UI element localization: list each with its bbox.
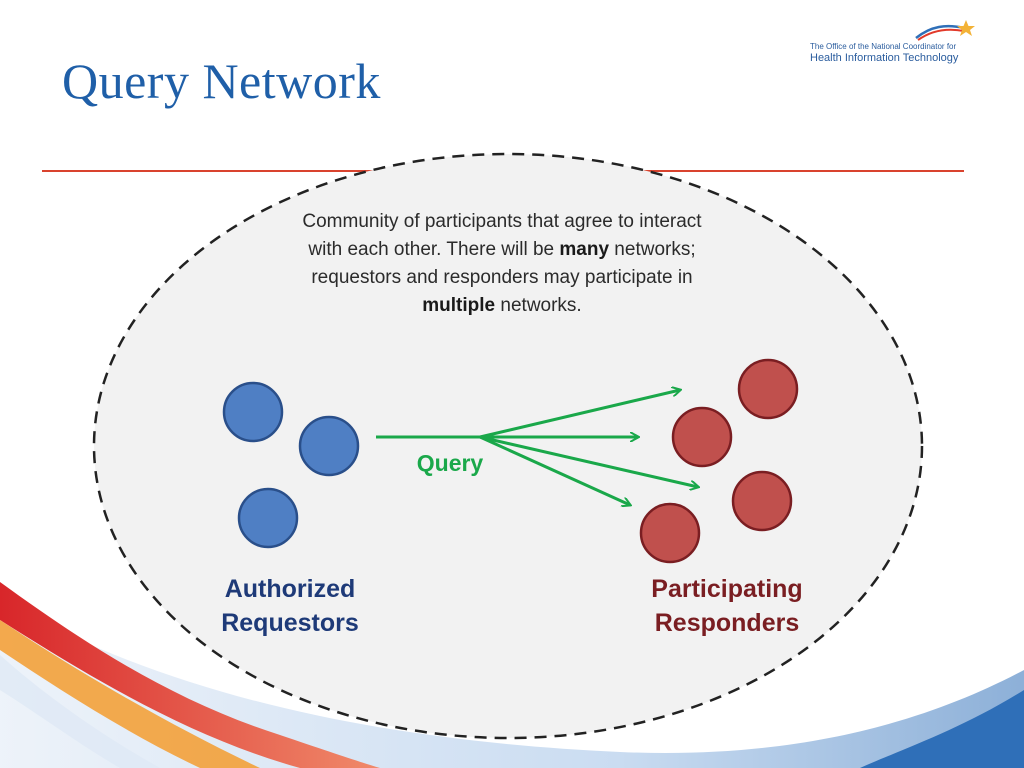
requestor-node (298, 415, 360, 477)
requestors-label-line1: Authorized (224, 575, 356, 603)
responders-label-line2: Responders (654, 609, 800, 637)
description-text-3: networks. (495, 295, 582, 316)
network-boundary (92, 152, 924, 740)
responder-node (671, 406, 733, 468)
query-arrow (479, 435, 630, 505)
description-emphasis-multiple: multiple (422, 295, 496, 316)
requestor-node (237, 487, 299, 549)
logo-swoosh-icon (915, 20, 975, 41)
logo-text-line2: Health Information Technology (810, 52, 959, 64)
requestors-label-line2: Requestors (221, 609, 359, 637)
responder-node (639, 502, 701, 564)
responder-node (731, 470, 793, 532)
responder-node (737, 358, 799, 420)
query-arrow (479, 435, 698, 487)
responders-label: Participating Responders (612, 572, 842, 640)
responders-label-line1: Participating (651, 575, 803, 603)
query-label: Query (416, 450, 484, 476)
onc-logo: The Office of the National Coordinator f… (806, 18, 976, 68)
requestors-label: Authorized Requestors (185, 572, 395, 640)
logo-text-line1: The Office of the National Coordinator f… (810, 42, 957, 51)
network-description: Community of participants that agree to … (300, 208, 704, 320)
requestor-node (222, 381, 284, 443)
query-arrow (479, 390, 680, 439)
description-emphasis-many: many (559, 239, 610, 260)
description-text-2: networks; requestors and responders may … (311, 239, 696, 288)
description-text-1: Community of participants that agree to … (302, 211, 702, 260)
slide-title: Query Network (62, 53, 381, 109)
